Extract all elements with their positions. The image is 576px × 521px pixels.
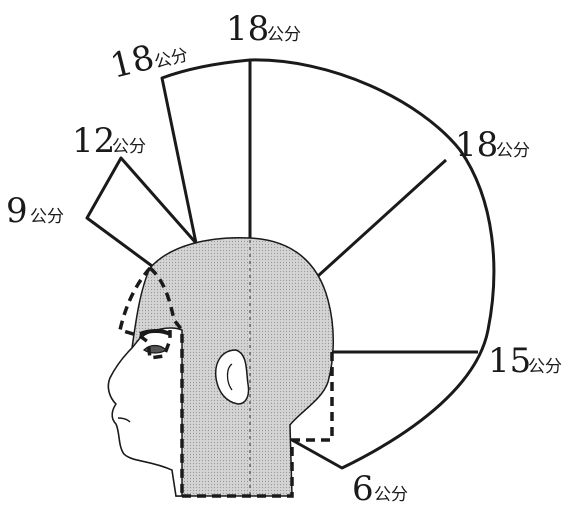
label-15: 15 公分	[488, 341, 562, 381]
label-9: 9 公分	[6, 191, 64, 231]
length-value: 18	[226, 9, 269, 49]
length-value: 6	[352, 469, 374, 509]
length-value: 12	[72, 121, 115, 161]
length-value: 9	[6, 191, 28, 231]
guide-back-crown	[318, 160, 446, 276]
label-18-right: 18 公分	[455, 125, 530, 165]
length-unit: 公分	[528, 357, 562, 377]
length-unit: 公分	[152, 45, 190, 73]
label-12: 12 公分	[72, 121, 146, 161]
length-value: 18	[107, 37, 159, 86]
label-6: 6 公分	[352, 469, 408, 509]
length-value: 15	[488, 341, 531, 381]
length-unit: 公分	[267, 25, 301, 45]
label-18-left: 18 公分	[107, 37, 191, 86]
length-unit: 公分	[30, 207, 64, 227]
length-unit: 公分	[374, 485, 408, 505]
length-unit: 公分	[496, 141, 530, 161]
label-18-top: 18 公分	[226, 9, 301, 49]
length-value: 18	[455, 125, 498, 165]
face	[108, 328, 182, 496]
length-unit: 公分	[112, 137, 146, 157]
